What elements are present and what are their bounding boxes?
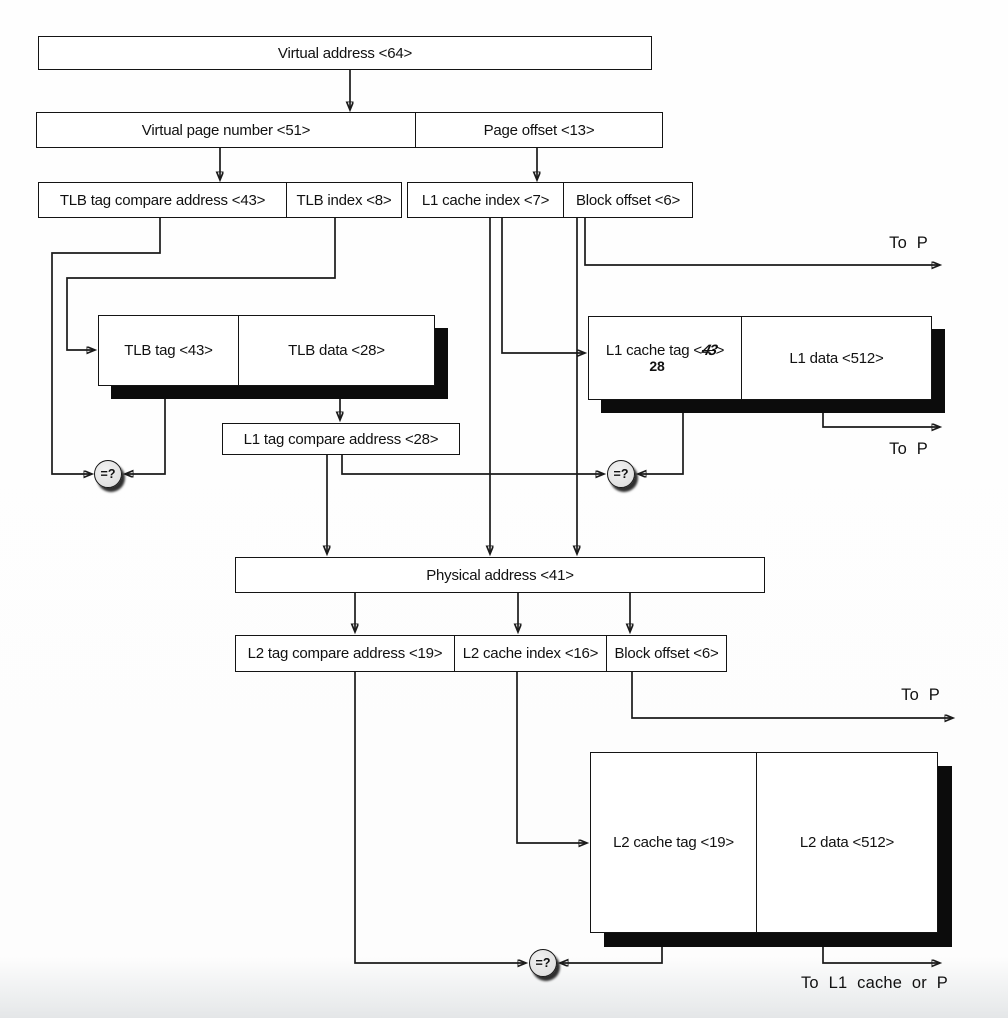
l1-cache-tag-correction: 28 (649, 358, 665, 374)
connector-tlbtagcmp-to-cmp1 (51, 218, 161, 474)
connector-tlbtag-to-cmp1 (125, 386, 166, 474)
virtual-page-number-field: Virtual page number <51> (141, 121, 311, 139)
tlb-index-field: TLB index <8> (286, 183, 401, 217)
tlb-tag-compare-field: TLB tag compare address <43> (59, 191, 266, 209)
l1-cache-tag-label: L1 cache tag <43> (605, 342, 725, 359)
connector-l2index-to-l2box (516, 672, 587, 843)
physical-address-box: Physical address <41> (235, 557, 765, 593)
l1-block-offset-field: Block offset <6> (563, 183, 692, 217)
connector-l1index-to-l1box (501, 218, 585, 353)
connector-tlbindex-to-tlb (66, 218, 336, 350)
l1-address-split-row: L1 cache index <7> Block offset <6> (407, 182, 693, 218)
l1-data-cell: L1 data <512> (741, 317, 931, 399)
tlb-tag-cell: TLB tag <43> (124, 342, 213, 359)
connector-l1tagcmp-to-cmp2 (341, 455, 604, 474)
to-processor-label-mid: To P (889, 440, 928, 458)
l1-cache-index-field: L1 cache index <7> (421, 191, 550, 209)
l2-tag-compare-field: L2 tag compare address <19> (247, 645, 443, 662)
l1-comparator: =? (607, 460, 635, 488)
connector-blockoffset-to-p (584, 218, 940, 265)
connector-l1tag-to-cmp2 (638, 400, 684, 474)
l2-cache-tag-cell: L2 cache tag <19> (613, 834, 734, 851)
tlb-comparator: =? (94, 460, 122, 488)
l1-cache-tag-cell: L1 cache tag <43> 28 (589, 317, 741, 399)
l1-tag-compare-box: L1 tag compare address <28> (222, 423, 460, 455)
to-l1-cache-or-processor-label: To L1 cache or P (800, 974, 948, 992)
l2-data-cell: L2 data <512> (756, 753, 937, 932)
to-processor-label-top: To P (889, 234, 928, 252)
connector-blockoffset2-to-p (631, 672, 953, 718)
virtual-address-box: Virtual address <64> (38, 36, 652, 70)
connector-l2tag-to-cmp3 (560, 933, 663, 963)
tlb-address-split-row: TLB tag compare address <43> TLB index <… (38, 182, 402, 218)
l2-cache-box: L2 cache tag <19> L2 data <512> (590, 752, 938, 933)
l2-address-split-row: L2 tag compare address <19> L2 cache ind… (235, 635, 727, 672)
connector-l2data-out (822, 933, 940, 963)
tlb-data-cell: TLB data <28> (238, 316, 434, 385)
to-processor-label-low: To P (901, 686, 940, 704)
connector-l2tagcmp-to-cmp3 (354, 672, 526, 963)
l1-cache-box: L1 cache tag <43> 28 L1 data <512> (588, 316, 932, 400)
l2-cache-index-field: L2 cache index <16> (454, 636, 606, 671)
l2-comparator: =? (529, 949, 557, 977)
connector-l1data-to-p (822, 400, 940, 427)
tlb-box: TLB tag <43> TLB data <28> (98, 315, 435, 386)
page-offset-field: Page offset <13> (415, 113, 662, 147)
l2-block-offset-field: Block offset <6> (606, 636, 726, 671)
virtual-address-split-row: Virtual page number <51> Page offset <13… (36, 112, 663, 148)
